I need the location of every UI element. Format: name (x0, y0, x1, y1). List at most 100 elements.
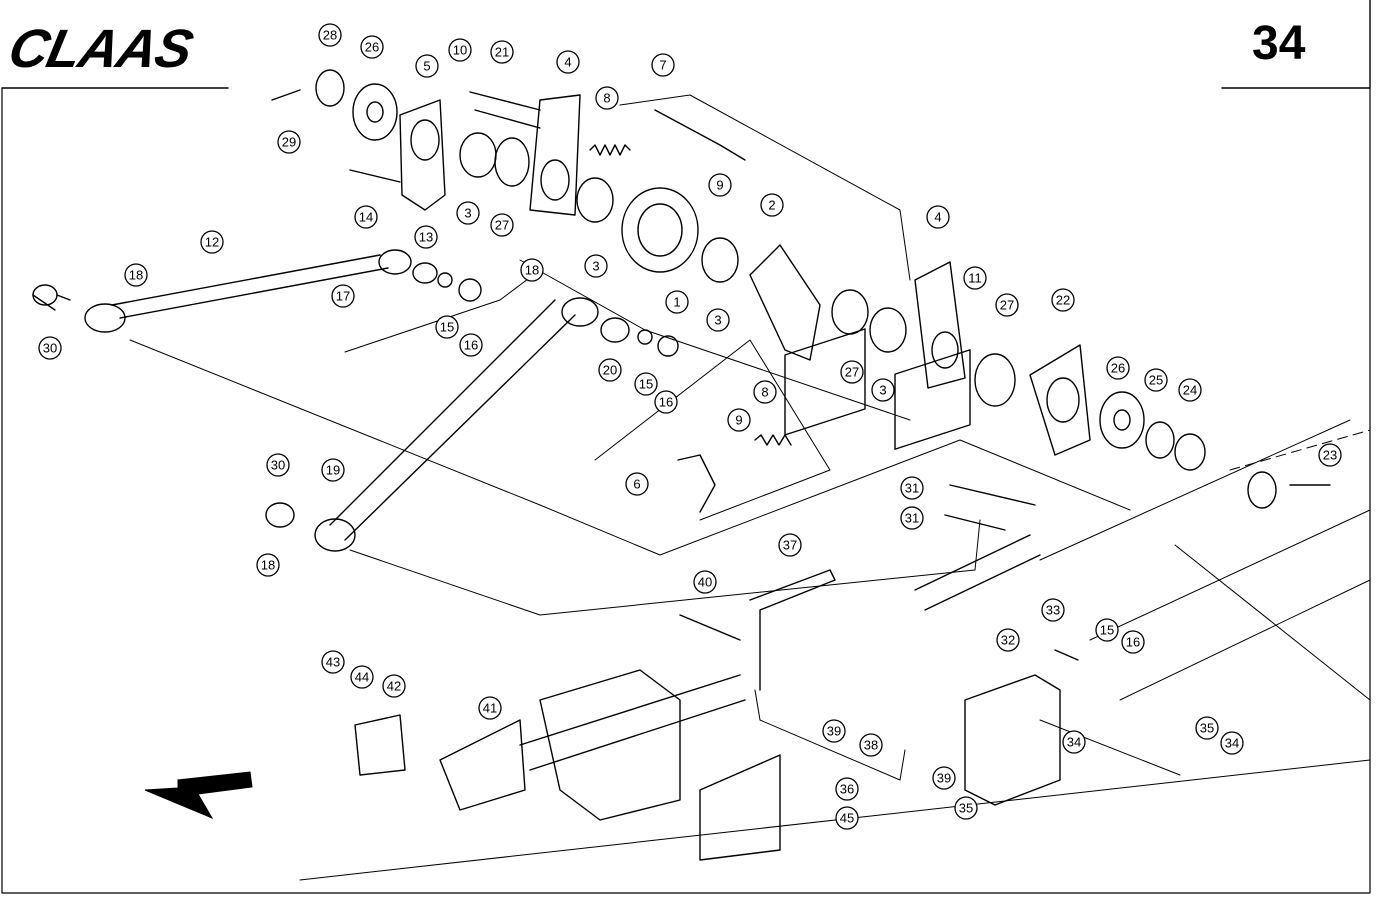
frame-border (1, 87, 1371, 894)
rod-12 (111, 254, 389, 319)
callout-label: 33 (1046, 603, 1060, 618)
callout-21: 21 (490, 40, 514, 64)
callout-label: 29 (282, 135, 296, 150)
callout-label: 23 (1323, 448, 1337, 463)
callout-3: 3 (706, 308, 730, 332)
callout-6: 6 (625, 472, 649, 496)
shaft-lower (519, 674, 746, 771)
callout-10: 10 (448, 38, 472, 62)
callout-36: 36 (835, 777, 859, 801)
callout-18: 18 (256, 553, 280, 577)
callout-label: 4 (564, 55, 571, 70)
callout-18: 18 (124, 263, 148, 287)
callout-label: 30 (43, 341, 57, 356)
callout-1: 1 (665, 290, 689, 314)
callout-42: 42 (382, 674, 406, 698)
callout-30: 30 (266, 453, 290, 477)
callout-12: 12 (200, 230, 224, 254)
callout-label: 26 (365, 40, 379, 55)
callout-label: 14 (359, 210, 373, 225)
callout-label: 35 (959, 801, 973, 816)
callout-16: 16 (459, 333, 483, 357)
callout-label: 37 (783, 538, 797, 553)
callout-label: 13 (419, 230, 433, 245)
callout-33: 33 (1041, 598, 1065, 622)
callout-label: 15 (440, 320, 454, 335)
callout-label: 15 (639, 377, 653, 392)
callout-19: 19 (321, 458, 345, 482)
callout-14: 14 (354, 205, 378, 229)
callout-27: 27 (490, 213, 514, 237)
callout-35: 35 (954, 796, 978, 820)
callout-2: 2 (760, 193, 784, 217)
plate-4 (529, 94, 581, 216)
callout-16: 16 (654, 390, 678, 414)
callout-28: 28 (318, 23, 342, 47)
callout-label: 15 (1100, 623, 1114, 638)
callout-13: 13 (414, 225, 438, 249)
callout-label: 9 (735, 413, 742, 428)
arrow-left-icon (144, 771, 253, 820)
callout-label: 10 (453, 43, 467, 58)
callout-4: 4 (926, 205, 950, 229)
callout-9: 9 (708, 173, 732, 197)
callout-4: 4 (556, 50, 580, 74)
callout-35: 35 (1195, 716, 1219, 740)
callout-label: 19 (326, 463, 340, 478)
callout-11: 11 (963, 266, 987, 290)
rod-19 (329, 299, 576, 541)
callout-34: 34 (1220, 731, 1244, 755)
callout-label: 3 (592, 259, 599, 274)
callout-15: 15 (634, 372, 658, 396)
callout-label: 21 (495, 45, 509, 60)
callout-45: 45 (835, 806, 859, 830)
callout-label: 35 (1200, 721, 1214, 736)
callout-label: 31 (905, 481, 919, 496)
callout-22: 22 (1051, 288, 1075, 312)
callout-label: 16 (1126, 635, 1140, 650)
callout-label: 44 (355, 670, 369, 685)
callout-label: 39 (827, 724, 841, 739)
callout-label: 34 (1067, 735, 1081, 750)
callout-18: 18 (520, 258, 544, 282)
callout-label: 18 (261, 558, 275, 573)
callout-39: 39 (932, 766, 956, 790)
callout-43: 43 (321, 650, 345, 674)
callout-3: 3 (456, 201, 480, 225)
callout-37: 37 (778, 533, 802, 557)
callout-label: 12 (205, 235, 219, 250)
callout-label: 17 (336, 289, 350, 304)
callout-label: 27 (845, 365, 859, 380)
callout-label: 6 (633, 477, 640, 492)
callout-label: 16 (464, 338, 478, 353)
callout-5: 5 (415, 54, 439, 78)
callout-26: 26 (1106, 356, 1130, 380)
callout-17: 17 (331, 284, 355, 308)
callout-label: 11 (968, 271, 982, 286)
callout-label: 7 (659, 58, 666, 73)
callout-label: 3 (879, 383, 886, 398)
callout-label: 1 (673, 295, 680, 310)
callout-label: 27 (495, 218, 509, 233)
callout-31: 31 (900, 476, 924, 500)
callout-label: 9 (716, 178, 723, 193)
callout-26: 26 (360, 35, 384, 59)
callout-30: 30 (38, 336, 62, 360)
callout-39: 39 (822, 719, 846, 743)
callout-label: 24 (1183, 383, 1197, 398)
callout-label: 27 (1000, 298, 1014, 313)
callout-label: 36 (840, 782, 854, 797)
plate-22 (1029, 344, 1091, 456)
gear-1 (621, 187, 699, 273)
callout-label: 25 (1149, 373, 1163, 388)
callout-3: 3 (584, 254, 608, 278)
callout-38: 38 (859, 733, 883, 757)
callout-label: 20 (603, 363, 617, 378)
callout-label: 38 (864, 738, 878, 753)
callout-label: 34 (1225, 736, 1239, 751)
callout-label: 30 (271, 458, 285, 473)
plate-45 (699, 754, 781, 861)
callout-24: 24 (1178, 378, 1202, 402)
